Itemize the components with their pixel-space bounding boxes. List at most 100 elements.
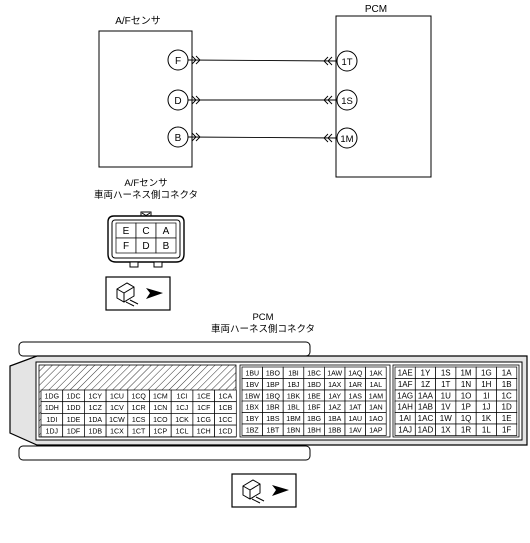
- terminal-cell: 1C: [496, 389, 518, 402]
- terminal-label: 1AD: [418, 426, 434, 435]
- terminal-label: 1DJ: [46, 428, 58, 435]
- terminal-cell: 1T: [435, 378, 457, 391]
- terminal-cell: 1P: [455, 400, 477, 413]
- terminal-cell: 1AB: [414, 400, 436, 413]
- terminal-label: 1BB: [328, 427, 342, 434]
- pcm-pin-label: 1M: [340, 134, 353, 145]
- pcm-pin-1m: 1M: [336, 127, 358, 149]
- terminal-cell: 1BS: [262, 412, 284, 425]
- terminal-cell: 1S: [435, 366, 457, 379]
- small-connector-cell: E: [115, 222, 137, 239]
- terminal-label: 1BU: [245, 370, 259, 377]
- terminal-label: 1L: [482, 426, 491, 435]
- terminal-label: 1CL: [176, 428, 189, 435]
- terminal-cell: 1A: [496, 366, 518, 379]
- terminal-label: 1K: [481, 414, 491, 423]
- terminal-cell: 1AD: [414, 423, 436, 436]
- terminal-label: 1CB: [219, 405, 233, 412]
- terminal-cell: 1CG: [192, 413, 215, 426]
- terminal-label: 1AN: [369, 404, 383, 411]
- terminal-cell: 1BT: [262, 423, 284, 436]
- small-connector-cell: D: [135, 237, 157, 254]
- terminal-label: 1AK: [369, 370, 383, 377]
- terminal-cell: 1U: [435, 389, 457, 402]
- terminal-label: 1BP: [266, 382, 280, 389]
- pcm-connector-caption-1: PCM: [252, 312, 273, 323]
- pcm-pin-label: 1S: [341, 96, 353, 107]
- terminal-label: 1D: [502, 403, 512, 412]
- terminal-label: 1Y: [421, 369, 431, 378]
- terminal-cell: 1BL: [282, 400, 305, 413]
- terminal-cell: 1CZ: [84, 401, 107, 414]
- terminal-cell: 1CV: [105, 401, 129, 414]
- terminal-label: 1CR: [132, 405, 146, 412]
- terminal-cell: 1DD: [62, 401, 85, 414]
- terminal-label: 1BT: [266, 427, 280, 434]
- terminal-label: 1BN: [287, 427, 301, 434]
- terminal-label: 1CX: [110, 428, 124, 435]
- terminal-label: 1DC: [67, 393, 81, 400]
- terminal-cell: 1BR: [262, 400, 284, 413]
- terminal-label: 1AM: [369, 393, 384, 400]
- terminal-label: 1BI: [288, 370, 299, 377]
- terminal-cell: 1BY: [241, 412, 263, 425]
- pcm-pin-label: 1T: [341, 57, 352, 68]
- terminal-cell: 1J: [475, 400, 497, 413]
- terminal-label: 1BJ: [287, 382, 299, 389]
- terminal-label: 1AG: [397, 392, 413, 401]
- terminal-cell: 1CL: [170, 424, 194, 438]
- terminal-cell: 1BG: [303, 412, 325, 425]
- terminal-cell: 1G: [475, 366, 497, 379]
- terminal-label: 1CJ: [176, 405, 188, 412]
- terminal-cell: 1CA: [214, 389, 237, 403]
- terminal-cell: 1CD: [214, 424, 237, 438]
- terminal-cell: 1CR: [127, 401, 150, 414]
- terminal-label: 1CI: [177, 393, 188, 400]
- terminal-cell: 1AZ: [324, 400, 346, 413]
- terminal-cell: 1BC: [303, 366, 325, 379]
- terminal-label: 1E: [502, 414, 512, 423]
- terminal-label: 1BE: [307, 393, 321, 400]
- terminal-cell: 1AK: [365, 366, 387, 379]
- wire-d-1s: [188, 95, 337, 105]
- terminal-label: 1BG: [307, 416, 321, 423]
- wire-f-1t: [187, 55, 338, 66]
- terminal-cell: 1CO: [149, 413, 172, 426]
- terminal-label: 1BD: [307, 382, 321, 389]
- terminal-label: 1CV: [110, 405, 124, 412]
- terminal-cell: 1BX: [241, 400, 263, 413]
- terminal-cell: 1CQ: [127, 389, 150, 403]
- terminal-label: 1DE: [67, 417, 81, 424]
- terminal-label: 1CW: [109, 417, 125, 424]
- terminal-label: 1DI: [46, 417, 57, 424]
- terminal-label: F: [123, 241, 129, 252]
- terminal-cell: 1AO: [365, 412, 387, 425]
- terminal-label: C: [142, 226, 149, 237]
- terminal-cell: 1BA: [324, 412, 346, 425]
- terminal-label: 1BO: [266, 370, 281, 377]
- terminal-label: 1B: [502, 380, 512, 389]
- terminal-cell: 1CU: [105, 389, 129, 403]
- terminal-cell: 1BH: [303, 423, 325, 436]
- terminal-label: B: [163, 241, 170, 252]
- terminal-cell: 1D: [496, 400, 518, 413]
- terminal-cell: 1CW: [105, 413, 129, 426]
- terminal-cell: 1Y: [414, 366, 436, 379]
- terminal-label: 1DD: [67, 405, 81, 412]
- terminal-label: 1BY: [246, 416, 260, 423]
- terminal-label: 1W: [440, 414, 452, 423]
- terminal-label: 1AA: [418, 392, 434, 401]
- terminal-cell: 1BJ: [282, 378, 305, 391]
- terminal-label: 1CN: [153, 405, 167, 412]
- terminal-cell: 1AJ: [394, 423, 416, 436]
- terminal-cell: 1BU: [241, 366, 263, 379]
- terminal-cell: 1BE: [303, 389, 325, 402]
- terminal-cell: 1CH: [192, 424, 215, 438]
- terminal-cell: 1AT: [344, 400, 366, 413]
- terminal-cell: 1CY: [84, 389, 107, 403]
- terminal-cell: 1CJ: [170, 401, 194, 414]
- sensor-pin-label: B: [175, 133, 182, 144]
- terminal-label: 1CD: [218, 428, 232, 435]
- terminal-label: 1AF: [398, 380, 413, 389]
